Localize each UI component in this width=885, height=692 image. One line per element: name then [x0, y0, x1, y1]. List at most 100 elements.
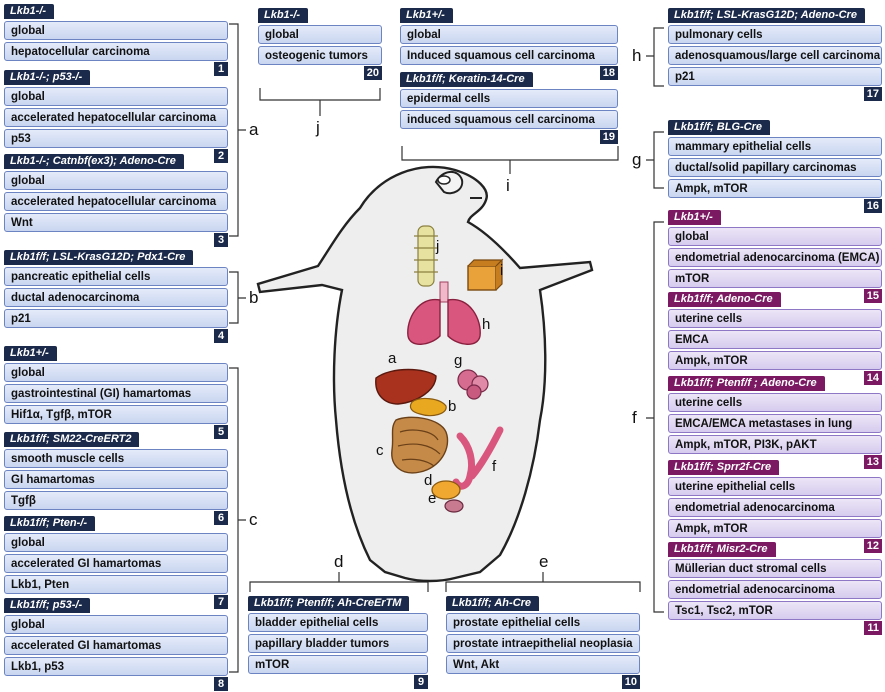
model-row: Müllerian duct stromal cells	[668, 559, 882, 578]
model-row: global	[668, 227, 882, 246]
model-title: Lkb1f/f; Ptenf/f; Ah-CreErTM	[248, 596, 409, 611]
model-number-badge: 11	[864, 621, 882, 635]
prostate-organ	[445, 500, 463, 512]
bracket-label-d: d	[334, 552, 343, 572]
model-row: p21	[4, 309, 228, 328]
model-row: mammary epithelial cells	[668, 137, 882, 156]
model-row: adenosquamous/large cell carcinoma	[668, 46, 882, 65]
bracket-a	[229, 24, 246, 236]
model-card-5: Lkb1+/- global gastrointestinal (GI) hamar…	[4, 346, 228, 440]
model-row: uterine cells	[668, 309, 882, 328]
model-row: Hif1α, Tgfβ, mTOR	[4, 405, 228, 424]
model-card-9: Lkb1f/f; Ptenf/f; Ah-CreErTM bladder epit…	[248, 596, 428, 690]
organ-label-g: g	[454, 352, 462, 369]
model-row: mTOR	[248, 655, 428, 674]
model-row: mTOR	[668, 269, 882, 288]
model-number-badge: 20	[364, 66, 382, 80]
model-row: global	[400, 25, 618, 44]
model-row: bladder epithelial cells	[248, 613, 428, 632]
model-row: Ampk, mTOR	[668, 351, 882, 370]
model-row: ductal adenocarcinoma	[4, 288, 228, 307]
bracket-e	[446, 572, 640, 592]
organ-label-i: i	[500, 262, 503, 279]
bracket-label-e: e	[539, 552, 548, 572]
model-number-badge: 19	[600, 130, 618, 144]
bracket-label-h: h	[632, 46, 641, 66]
model-title: Lkb1+/-	[400, 8, 453, 23]
organ-label-d: d	[424, 472, 432, 489]
model-card-11: Lkb1f/f; Misr2-CreMüllerian duct stromal…	[668, 542, 882, 636]
bracket-j	[260, 88, 380, 116]
model-row: Wnt, Akt	[446, 655, 640, 674]
model-row: EMCA/EMCA metastases in lung	[668, 414, 882, 433]
model-row: EMCA	[668, 330, 882, 349]
model-row: Ampk, mTOR	[668, 179, 882, 198]
model-card-6: Lkb1f/f; SM22-CreERT2 smooth muscle cells…	[4, 432, 228, 526]
model-title: Lkb1+/-	[668, 210, 721, 225]
model-row: prostate epithelial cells	[446, 613, 640, 632]
model-row: ductal/solid papillary carcinomas	[668, 158, 882, 177]
model-row: global	[4, 171, 228, 190]
model-card-3: Lkb1-/-; Catnbf(ex3); Adeno-Creglobalacc…	[4, 154, 228, 248]
model-title: Lkb1f/f; LSL-KrasG12D; Adeno-Cre	[668, 8, 865, 23]
model-title: Lkb1-/-	[4, 4, 54, 19]
bone-organ	[414, 226, 438, 286]
model-row: Tgfβ	[4, 491, 228, 510]
model-card-2: Lkb1-/-; p53-/- global accelerated hepatoc…	[4, 70, 228, 164]
model-row: endometrial adenocarcinoma	[668, 498, 882, 517]
bracket-h	[646, 28, 664, 86]
model-title: Lkb1+/-	[4, 346, 57, 361]
model-row: accelerated GI hamartomas	[4, 554, 228, 573]
model-row: gastrointestinal (GI) hamartomas	[4, 384, 228, 403]
mouse-illustration	[258, 167, 592, 581]
model-row: Induced squamous cell carcinoma	[400, 46, 618, 65]
model-row: global	[4, 533, 228, 552]
model-card-7: Lkb1f/f; Pten-/- global accelerated GI ham…	[4, 516, 228, 610]
model-row: papillary bladder tumors	[248, 634, 428, 653]
model-title: Lkb1f/f; SM22-CreERT2	[4, 432, 139, 447]
organ-label-b: b	[448, 398, 456, 415]
model-row: epidermal cells	[400, 89, 618, 108]
model-title: Lkb1-/-; p53-/-	[4, 70, 90, 85]
model-row: endometrial adenocarcinoma (EMCA)	[668, 248, 882, 267]
organ-label-a: a	[388, 350, 396, 367]
bracket-label-b: b	[249, 288, 258, 308]
model-row: global	[4, 21, 228, 40]
skin-organ	[468, 260, 502, 290]
model-title: Lkb1-/-	[258, 8, 308, 23]
organ-label-f: f	[492, 458, 496, 475]
model-card-15: Lkb1+/- global endometrial adenocarcinoma …	[668, 210, 882, 304]
model-title: Lkb1f/f; Pten-/-	[4, 516, 95, 531]
model-row: Lkb1, p53	[4, 657, 228, 676]
model-row: uterine epithelial cells	[668, 477, 882, 496]
model-row: p53	[4, 129, 228, 148]
organ-label-e: e	[428, 490, 436, 507]
bracket-label-a: a	[249, 120, 258, 140]
organ-label-c: c	[376, 442, 384, 459]
model-row: hepatocellular carcinoma	[4, 42, 228, 61]
model-row: p21	[668, 67, 882, 86]
bracket-c	[229, 368, 246, 672]
model-card-1: Lkb1-/-globalhepatocellular carcinoma1	[4, 4, 228, 77]
model-number-badge: 17	[864, 87, 882, 101]
bracket-b	[229, 272, 246, 323]
model-row: global	[258, 25, 382, 44]
model-row: global	[4, 363, 228, 382]
model-title: Lkb1f/f; Adeno-Cre	[668, 292, 781, 307]
model-row: global	[4, 87, 228, 106]
model-card-19: Lkb1f/f; Keratin-14-Creepidermal cellsin…	[400, 72, 618, 145]
organ-label-j: j	[436, 238, 439, 255]
organ-label-h: h	[482, 316, 490, 333]
model-title: Lkb1f/f; BLG-Cre	[668, 120, 770, 135]
model-row: accelerated hepatocellular carcinoma	[4, 192, 228, 211]
model-number-badge: 4	[214, 329, 228, 343]
model-row: smooth muscle cells	[4, 449, 228, 468]
model-row: accelerated hepatocellular carcinoma	[4, 108, 228, 127]
model-title: Lkb1f/f; Misr2-Cre	[668, 542, 776, 557]
model-row: Wnt	[4, 213, 228, 232]
model-row: uterine cells	[668, 393, 882, 412]
model-row: pulmonary cells	[668, 25, 882, 44]
